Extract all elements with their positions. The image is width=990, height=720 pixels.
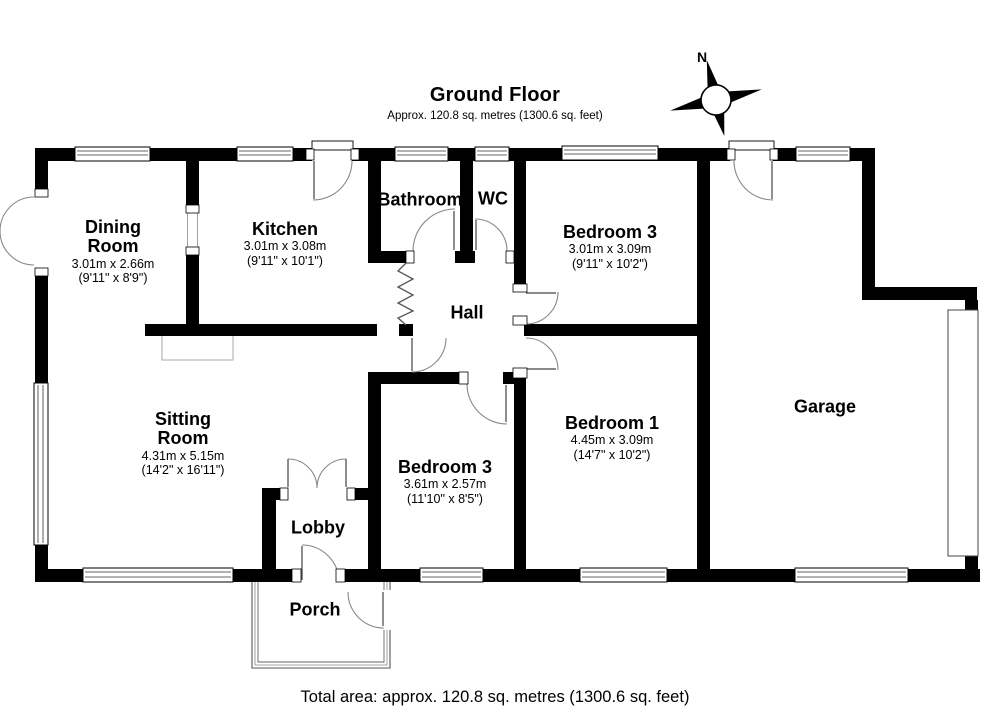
total-area-text: Total area: approx. 120.8 sq. metres (13… [300, 688, 690, 706]
door-jambs [34, 148, 779, 583]
zigzag-opening-symbol [396, 262, 415, 326]
bedroom1-door-arc [525, 337, 559, 371]
bedroom3-top-door-arc [525, 291, 559, 325]
wc-door-arc [474, 218, 508, 252]
compass-icon: N [670, 49, 762, 137]
porch-door-gap [379, 590, 392, 630]
porch-lobby-door-arc [301, 544, 340, 583]
dining-french-door-arc [0, 230, 35, 266]
porch-front-door-arc [347, 591, 385, 629]
lobby-french-door-arc [287, 458, 318, 489]
door-frames [311, 140, 775, 151]
windows [33, 145, 909, 583]
bedroom3-mid-door-arc [466, 383, 508, 425]
door-swings [0, 160, 774, 629]
bathroom-door-arc [412, 208, 456, 252]
lobby-french-door-arc [316, 458, 347, 489]
walls [35, 148, 980, 582]
compass-north-label: N [697, 49, 707, 65]
hearth-outline [161, 333, 234, 361]
garage-door [947, 309, 979, 557]
hall-sitting-door-arc [411, 337, 447, 373]
dining-french-door-arc [0, 196, 35, 232]
kitchen-back-door-arc [312, 160, 353, 201]
garage-side-door-arc [733, 160, 774, 201]
dining-kitchen-opening [187, 211, 198, 251]
